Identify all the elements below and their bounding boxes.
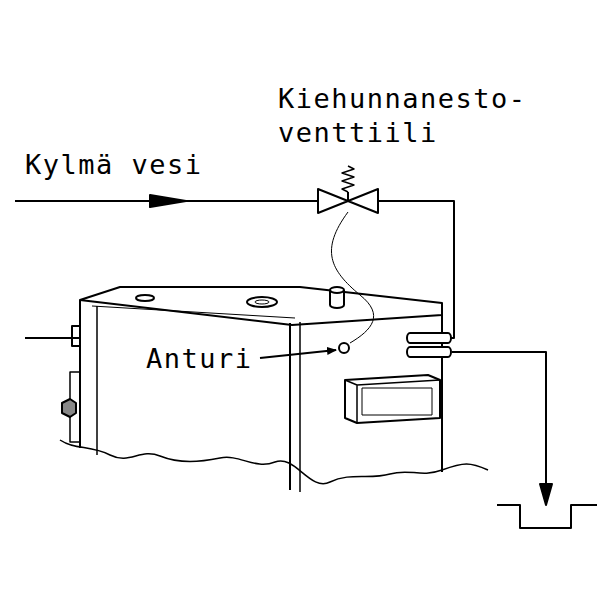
sensor-label: Anturi (146, 342, 253, 376)
pipe-label: Kylmä vesi (25, 148, 203, 182)
valve-label: Kiehunnanesto- venttiili (278, 82, 550, 150)
